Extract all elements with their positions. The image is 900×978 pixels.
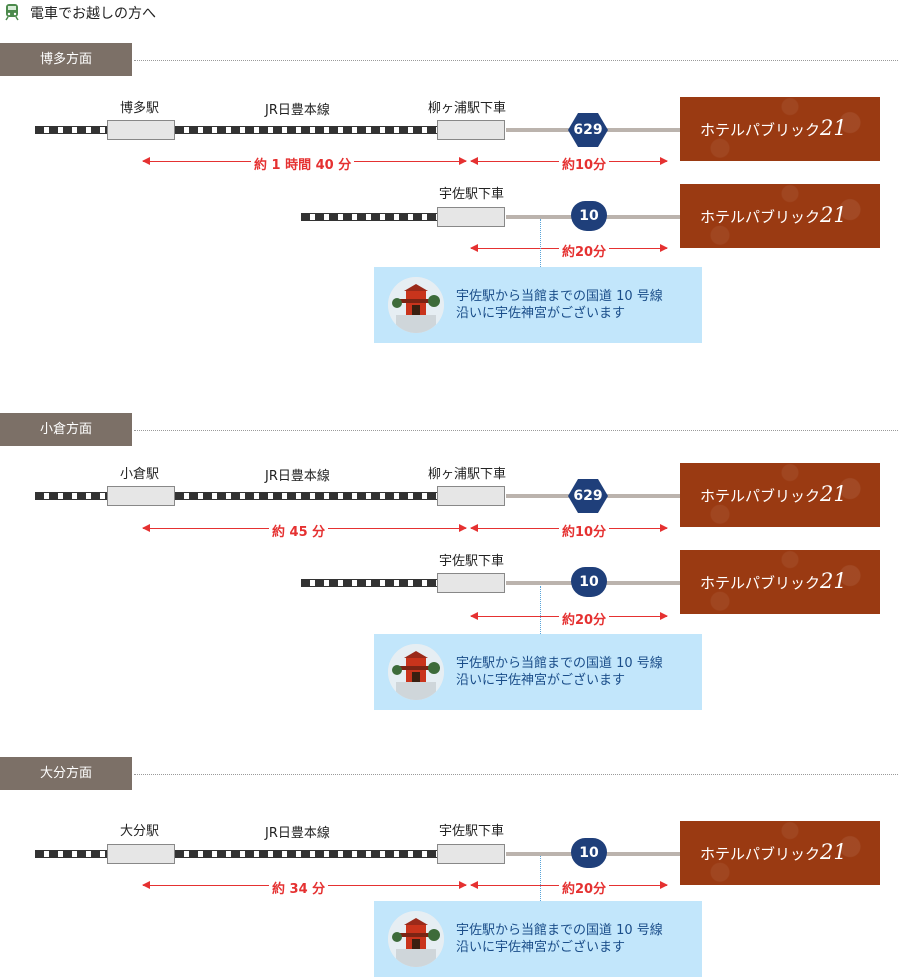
car-time-label: 約10分 bbox=[559, 521, 610, 540]
station-box bbox=[437, 207, 505, 227]
rail-line-label: JR日豊本線 bbox=[265, 469, 330, 484]
note-line: 宇佐駅から当館までの国道 10 号線 bbox=[456, 923, 663, 938]
origin-station-label: 小倉駅 bbox=[120, 467, 160, 482]
station-box bbox=[107, 120, 175, 140]
route-10-sign: 10 bbox=[571, 838, 607, 868]
shrine-photo-icon bbox=[388, 644, 444, 700]
train-time-label: 約 45 分 bbox=[269, 521, 329, 540]
car-time-label: 約20分 bbox=[559, 609, 610, 628]
alt-station-label: 宇佐駅下車 bbox=[439, 554, 505, 569]
car-time-label: 約20分 bbox=[559, 241, 610, 260]
note-line: 沿いに宇佐神宮がございます bbox=[456, 673, 626, 688]
rail-line-label: JR日豊本線 bbox=[265, 826, 330, 841]
note-line: 沿いに宇佐神宮がございます bbox=[456, 306, 626, 321]
section-tab: 小倉方面 bbox=[0, 413, 132, 446]
hotel-number: 21 bbox=[820, 116, 847, 140]
hotel-box: ホテルパブリック21 bbox=[680, 463, 880, 527]
hotel-number: 21 bbox=[820, 203, 847, 227]
note-line: 宇佐駅から当館までの国道 10 号線 bbox=[456, 656, 663, 671]
hotel-box: ホテルパブリック21 bbox=[680, 550, 880, 614]
page-title: 電車でお越しの方へ bbox=[30, 6, 156, 22]
rail-track bbox=[35, 492, 440, 500]
hotel-number: 21 bbox=[820, 569, 847, 593]
section-tab: 博多方面 bbox=[0, 43, 132, 76]
route-629-sign: 629 bbox=[568, 479, 608, 513]
shrine-note: 宇佐駅から当館までの国道 10 号線 沿いに宇佐神宮がございます bbox=[374, 634, 702, 710]
shrine-photo-icon bbox=[388, 277, 444, 333]
route-10-sign: 10 bbox=[571, 567, 607, 597]
rail-track bbox=[35, 850, 440, 858]
hotel-box: ホテルパブリック21 bbox=[680, 184, 880, 248]
hotel-number: 21 bbox=[820, 840, 847, 864]
transfer-station-label: 柳ヶ浦駅下車 bbox=[428, 101, 507, 116]
note-text: 宇佐駅から当館までの国道 10 号線 沿いに宇佐神宮がございます bbox=[456, 922, 663, 956]
hotel-name: ホテルパブリック bbox=[700, 574, 821, 592]
note-connector bbox=[540, 856, 541, 901]
hotel-box: ホテルパブリック21 bbox=[680, 97, 880, 161]
rail-track bbox=[301, 579, 440, 587]
transfer-station-label: 宇佐駅下車 bbox=[439, 824, 505, 839]
car-time-label: 約10分 bbox=[559, 154, 610, 173]
station-box bbox=[437, 120, 505, 140]
station-box bbox=[437, 844, 505, 864]
hotel-name: ホテルパブリック bbox=[700, 487, 821, 505]
shrine-note: 宇佐駅から当館までの国道 10 号線 沿いに宇佐神宮がございます bbox=[374, 267, 702, 343]
route-629-sign: 629 bbox=[568, 113, 608, 147]
section-tab: 大分方面 bbox=[0, 757, 132, 790]
car-time-label: 約20分 bbox=[559, 878, 610, 897]
rail-track bbox=[301, 213, 440, 221]
station-box bbox=[107, 844, 175, 864]
section-divider bbox=[134, 430, 898, 431]
station-box bbox=[437, 573, 505, 593]
section-divider bbox=[134, 774, 898, 775]
rail-line-label: JR日豊本線 bbox=[265, 103, 330, 118]
shrine-photo-icon bbox=[388, 911, 444, 967]
rail-track bbox=[35, 126, 440, 134]
section-divider bbox=[134, 60, 898, 61]
alt-station-label: 宇佐駅下車 bbox=[439, 187, 505, 202]
station-box bbox=[437, 486, 505, 506]
train-time-label: 約 34 分 bbox=[269, 878, 329, 897]
transfer-station-label: 柳ヶ浦駅下車 bbox=[428, 467, 507, 482]
train-time-label: 約 1 時間 40 分 bbox=[251, 154, 355, 173]
note-line: 宇佐駅から当館までの国道 10 号線 bbox=[456, 289, 663, 304]
origin-station-label: 博多駅 bbox=[120, 101, 160, 116]
note-connector bbox=[540, 586, 541, 634]
origin-station-label: 大分駅 bbox=[120, 824, 160, 839]
train-icon bbox=[5, 4, 19, 21]
hotel-number: 21 bbox=[820, 482, 847, 506]
note-connector bbox=[540, 219, 541, 267]
route-10-sign: 10 bbox=[571, 201, 607, 231]
shrine-note: 宇佐駅から当館までの国道 10 号線 沿いに宇佐神宮がございます bbox=[374, 901, 702, 977]
note-line: 沿いに宇佐神宮がございます bbox=[456, 940, 626, 955]
note-text: 宇佐駅から当館までの国道 10 号線 沿いに宇佐神宮がございます bbox=[456, 655, 663, 689]
hotel-name: ホテルパブリック bbox=[700, 845, 821, 863]
station-box bbox=[107, 486, 175, 506]
note-text: 宇佐駅から当館までの国道 10 号線 沿いに宇佐神宮がございます bbox=[456, 288, 663, 322]
hotel-name: ホテルパブリック bbox=[700, 208, 821, 226]
hotel-name: ホテルパブリック bbox=[700, 121, 821, 139]
hotel-box: ホテルパブリック21 bbox=[680, 821, 880, 885]
